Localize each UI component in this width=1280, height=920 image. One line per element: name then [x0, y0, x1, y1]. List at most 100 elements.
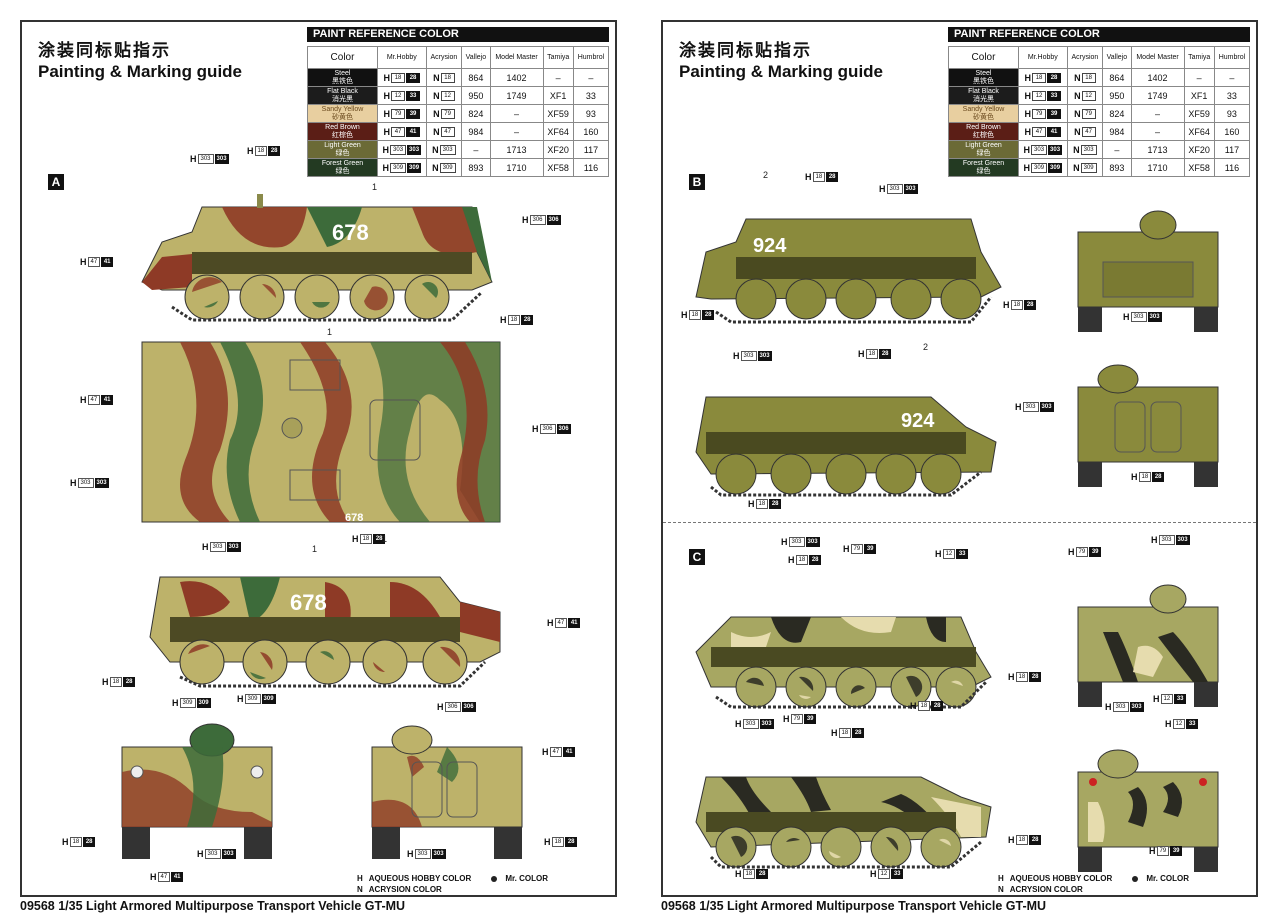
paint-reference-header: PAINT REFERENCE COLOR — [948, 27, 1250, 42]
mr-color-dot-icon — [491, 875, 498, 882]
scheme-a-rear-view — [371, 725, 523, 859]
col-model-master: Model Master — [489, 46, 544, 69]
col-color: Color — [307, 46, 378, 69]
marking-number-1: 1 — [382, 534, 388, 544]
model-master-code: 1713 — [1130, 140, 1185, 159]
vallejo-code: 864 — [1102, 68, 1132, 87]
vallejo-code: 893 — [461, 158, 491, 177]
footer-title-right: 09568 1/35 Light Armored Multipurpose Tr… — [661, 899, 1047, 913]
hull-number-678: 678 — [332, 220, 369, 245]
scheme-a-badge: A — [48, 174, 64, 190]
vallejo-code: – — [461, 140, 491, 159]
scheme-c-side-view-1 — [695, 616, 992, 709]
scheme-b-side-view-2: 924 — [695, 396, 997, 497]
model-master-code: – — [1130, 104, 1185, 123]
tamiya-code: – — [1183, 68, 1215, 87]
humbrol-code: 33 — [1213, 86, 1251, 105]
paint-reference-table: PAINT REFERENCE COLOR Color Mr.Hobby Acr… — [948, 27, 1251, 177]
col-acrysion: Acrysion — [425, 46, 463, 69]
vallejo-code: – — [1102, 140, 1132, 159]
right-page: 涂装同标贴指示 Painting & Marking guide PAINT R… — [661, 20, 1258, 897]
scheme-c-badge: C — [689, 549, 705, 565]
scheme-c-rear-view — [1077, 749, 1219, 872]
mr-color-dot-icon — [1132, 875, 1139, 882]
model-master-code: 1749 — [489, 86, 544, 105]
guide-title-english: Painting & Marking guide — [38, 62, 243, 81]
tamiya-code: XF58 — [1183, 158, 1215, 177]
guide-title-chinese: 涂装同标贴指示 — [679, 41, 812, 61]
scheme-c-side-view-2 — [695, 776, 992, 869]
vallejo-code: 984 — [461, 122, 491, 141]
marking-number-1: 1 — [327, 327, 333, 337]
model-master-code: – — [489, 122, 544, 141]
model-master-code: 1713 — [489, 140, 544, 159]
humbrol-code: 160 — [1213, 122, 1251, 141]
col-humbrol: Humbrol — [572, 46, 610, 69]
humbrol-code: 117 — [572, 140, 610, 159]
footer-title-left: 09568 1/35 Light Armored Multipurpose Tr… — [20, 899, 406, 913]
scheme-c-front-view — [1077, 584, 1219, 707]
tamiya-code: XF59 — [1183, 104, 1215, 123]
scheme-b-side-view-1: 924 — [695, 218, 1002, 324]
paint-reference-header: PAINT REFERENCE COLOR — [307, 27, 609, 42]
svg-text:924: 924 — [901, 410, 935, 432]
tamiya-code: XF1 — [1183, 86, 1215, 105]
svg-text:678: 678 — [290, 590, 327, 615]
marking-number-1: 1 — [372, 182, 378, 192]
humbrol-code: – — [572, 68, 610, 87]
model-master-code: 1402 — [489, 68, 544, 87]
vallejo-code: 864 — [461, 68, 491, 87]
humbrol-code: 93 — [1213, 104, 1251, 123]
